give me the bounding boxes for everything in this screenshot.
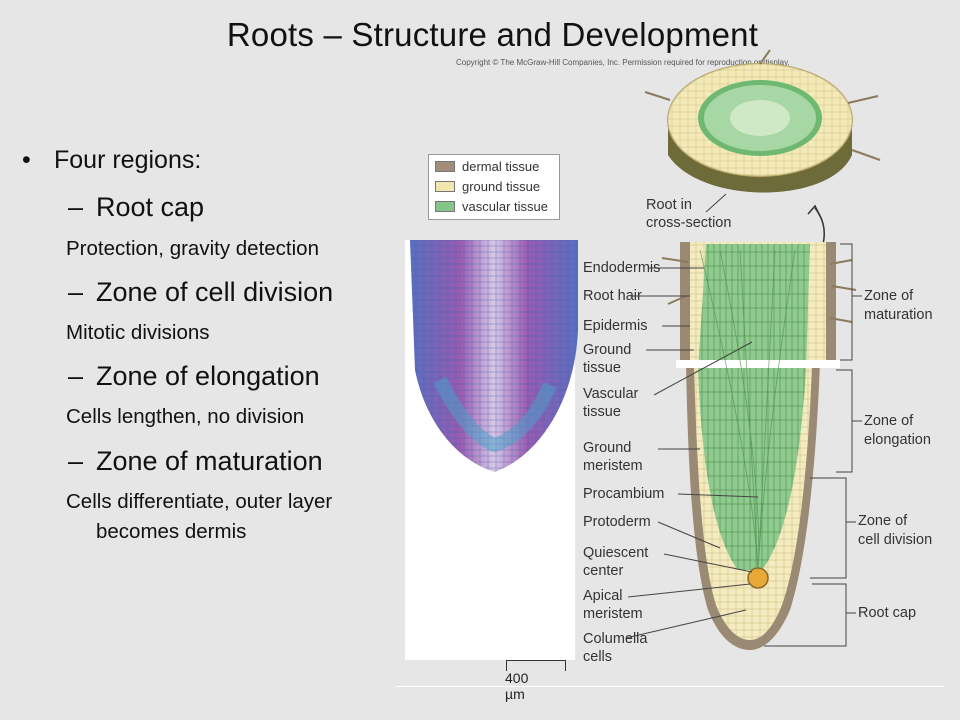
label-quiescent-center: Quiescent center [583,545,649,579]
label-ground-tissue: Ground tissue [583,342,632,376]
label-apical-meristem: Apical meristem [583,588,643,622]
label-procambium: Procambium [583,486,665,502]
label-vascular-tissue: Vascular tissue [583,386,639,420]
legend-item-vascular: vascular tissue [435,197,559,215]
zone-brackets [764,243,862,647]
copyright-notice: Copyright © The McGraw-Hill Companies, I… [456,58,790,67]
bullet-dot: • [22,146,31,174]
legend-item-dermal: dermal tissue [435,157,559,175]
region-root-cap-desc: Protection, gravity detection [66,237,319,260]
zone-label-cell-division: Zone of cell division [858,513,933,548]
legend-swatch [435,180,455,192]
zone-label-root-cap: Root cap [858,605,917,621]
region-root-cap: –Root cap [68,192,205,222]
region-cell-division: –Zone of cell division [68,277,334,307]
region-elongation-desc: Cells lengthen, no division [66,405,305,428]
zone-label-maturation: Zone of maturation [864,288,933,323]
label-ground-meristem: Ground meristem [583,440,643,474]
region-cell-division-desc: Mitotic divisions [66,321,210,344]
label-epidermis: Epidermis [583,318,648,334]
legend-swatch [435,160,455,172]
root-longitudinal [661,242,857,650]
label-endodermis: Endodermis [583,260,661,276]
region-maturation-desc: Cells differentiate, outer layer becomes… [66,490,333,543]
divider-line [396,686,944,687]
label-leader-lines [432,211,759,639]
cross-section-disk [644,49,881,193]
region-maturation: –Zone of maturation [68,446,323,476]
legend-item-ground: ground tissue [435,177,559,195]
region-elongation: –Zone of elongation [68,361,320,391]
tissue-legend: dermal tissue ground tissue vascular tis… [428,154,560,220]
label-protoderm: Protoderm [583,514,651,530]
legend-swatch [435,200,455,212]
cross-section-label: Root in cross-section [646,197,732,231]
label-columella-cells: Columella cells [583,631,648,665]
micrograph-image [410,240,578,472]
bullet-four-regions: •Four regions: [22,146,202,174]
scale-bar-label: 400 µm [505,670,529,702]
label-root-hair: Root hair [583,288,642,304]
scale-bar [506,660,566,671]
slide-title: Roots – Structure and Development [226,16,759,53]
zone-label-elongation: Zone of elongation [864,413,931,448]
